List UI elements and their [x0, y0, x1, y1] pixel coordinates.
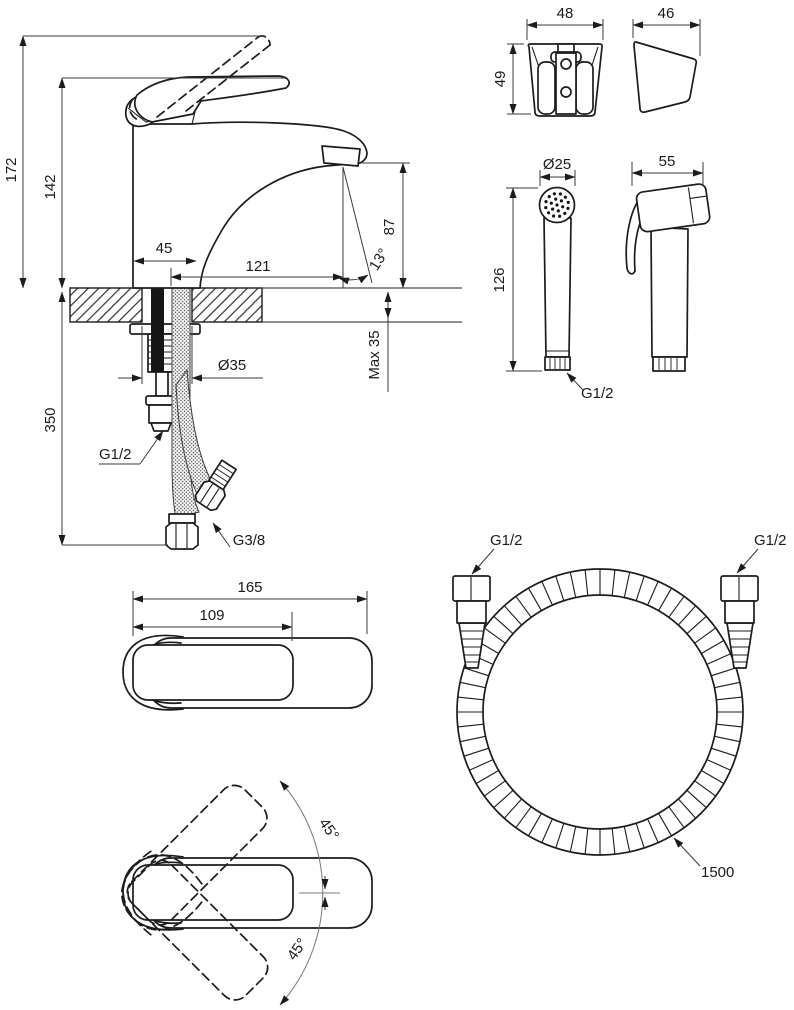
- bracket-front-dimensions: 48 49: [492, 5, 604, 115]
- faucet-side-view: 172 142 350 45 121 13° 87 Max 35: [3, 35, 462, 550]
- swivel-handle: [132, 864, 294, 921]
- faucet-body: [132, 121, 368, 289]
- bracket-side-view: 46: [632, 5, 701, 114]
- dim-bracket-depth: 46: [658, 5, 675, 22]
- dim-hole-diameter: Ø35: [218, 357, 246, 374]
- bracket-side-outline: [633, 40, 698, 114]
- swivel-handle-down-dashed: [122, 853, 269, 1001]
- faucet-top-view: 165 109: [122, 579, 373, 711]
- dim-bracket-height: 49: [492, 71, 509, 88]
- bracket-slot-left: [537, 61, 556, 115]
- dim-bracket-width: 48: [557, 5, 574, 22]
- bracket-screw-hole-top: [560, 58, 572, 70]
- label-supply-thread: G3/8: [233, 532, 266, 549]
- bracket-slot-right: [575, 61, 594, 115]
- hose-end-g38: [194, 459, 237, 512]
- shower-side-head: [635, 183, 711, 233]
- hose-corrugation: [457, 569, 743, 855]
- aerator: [321, 145, 361, 167]
- shower-outlet-g12: [148, 404, 174, 424]
- dim-supply-length: 350: [42, 407, 59, 432]
- spray-nozzle-dots: [544, 192, 570, 218]
- hand-shower-side-view: 55: [625, 153, 711, 372]
- handle-lever: [133, 75, 290, 123]
- countertop-section: [69, 287, 462, 323]
- dim-stream-angle: 13°: [366, 245, 392, 273]
- bracket-screw-hole-bottom: [560, 86, 572, 98]
- bracket-side-dimensions: 46: [632, 5, 701, 56]
- dim-spout-reach: 121: [245, 258, 270, 275]
- hose-end-nut: [165, 513, 199, 550]
- label-shower-thread: G1/2: [581, 385, 614, 402]
- supply-hoses: [165, 287, 237, 550]
- dim-shower-length: 126: [491, 267, 508, 292]
- dim-swivel-angle-lower: 45°: [284, 935, 311, 963]
- dim-head-diameter: Ø25: [543, 156, 571, 173]
- dim-swivel-angle-upper: 45°: [315, 815, 342, 843]
- dim-shower-depth: 55: [659, 153, 676, 170]
- dim-handle-length: 109: [199, 607, 224, 624]
- dim-base-width: 45: [156, 240, 173, 257]
- label-shank-thread: G1/2: [99, 446, 132, 463]
- shower-side-thread: [652, 356, 686, 372]
- dim-outlet-height: 87: [381, 219, 398, 236]
- shower-trigger: [625, 196, 651, 275]
- shower-side-dimensions: 55: [631, 153, 704, 186]
- hose-fitting-left: [452, 575, 491, 669]
- shower-side-body: [650, 226, 689, 358]
- label-hose-thread-right: G1/2: [754, 532, 787, 549]
- shower-thread: [544, 356, 571, 371]
- pull-rod: [151, 288, 164, 372]
- dim-max-deck: Max 35: [366, 330, 383, 379]
- faucet-swivel-view: 45° 45°: [120, 780, 373, 1006]
- bracket-center-column: [555, 52, 577, 115]
- faucet-side-dimensions: 172 142 350 45 121 13° 87 Max 35: [3, 35, 410, 549]
- shower-hose-view: G1/2 G1/2 1500: [452, 532, 787, 881]
- shower-handle: [543, 217, 572, 358]
- dim-total-height: 172: [3, 157, 20, 182]
- bracket-front-view: 48 49: [492, 5, 604, 117]
- mounting-shank: [129, 288, 201, 432]
- hose-coil-outer: [456, 568, 744, 856]
- dim-body-height: 142: [42, 174, 59, 199]
- top-view-handle: [132, 644, 294, 701]
- hose-fitting-right: [720, 575, 759, 669]
- top-view-dimensions: 165 109: [132, 579, 368, 641]
- hose-coil-inner: [482, 594, 718, 830]
- hand-shower-front-view: Ø25 126 G1/2: [491, 156, 614, 402]
- shower-front-dimensions: Ø25 126 G1/2: [491, 156, 614, 402]
- label-hose-thread-left: G1/2: [490, 532, 523, 549]
- dim-hose-length: 1500: [701, 864, 734, 881]
- dim-total-length: 165: [237, 579, 262, 596]
- hose-dimensions: G1/2 G1/2 1500: [471, 532, 787, 881]
